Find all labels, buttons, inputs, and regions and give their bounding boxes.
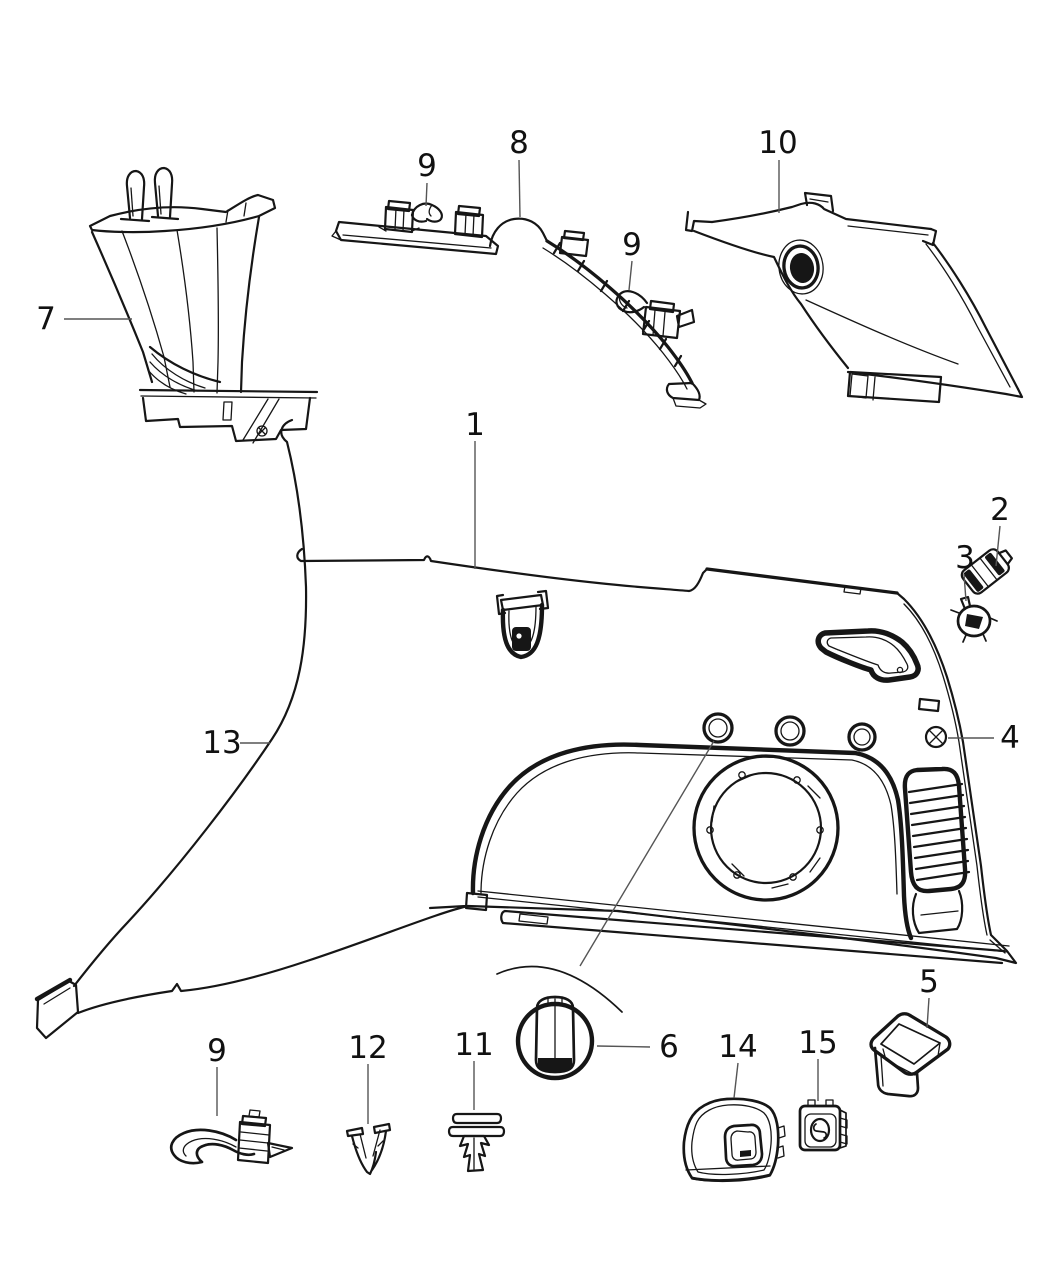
leader-line-part-9-3	[628, 260, 633, 291]
lower-corner-wedge	[34, 977, 80, 1040]
callout-part-6-13: 6	[659, 1029, 679, 1065]
callout-part-9-3: 9	[622, 227, 642, 263]
part-6-grommet-drawing	[515, 995, 595, 1081]
leader-line-part-9-1	[425, 182, 428, 207]
part-9-clip-drawing	[169, 1109, 294, 1165]
leader-line-part-14-14	[733, 1062, 739, 1099]
speaker-opening-ring	[692, 754, 840, 902]
callout-part-12-11: 12	[348, 1030, 387, 1066]
callout-part-7-0: 7	[36, 301, 56, 337]
callout-part-1-5: 1	[465, 407, 485, 443]
leader-line-part-2-6	[995, 525, 1001, 567]
part-15-switch-drawing	[798, 1099, 848, 1152]
leader-line-part-3-7	[963, 573, 967, 602]
part-4-screw-drawing	[924, 725, 948, 749]
part-9-retainer-on-rail-left	[410, 202, 443, 223]
callout-part-4-8: 4	[1000, 720, 1020, 756]
grab-handle-recess	[815, 628, 921, 683]
part-7-pillar-trim-drawing	[88, 166, 319, 444]
grommet-holes	[702, 712, 877, 752]
callout-part-9-10: 9	[207, 1033, 227, 1069]
leader-line-part-8-2	[518, 159, 521, 218]
installation-arc	[496, 965, 623, 1013]
part-14-bezel-drawing	[682, 1097, 786, 1183]
panel-outline	[76, 547, 1018, 1015]
part-3-clip-drawing	[950, 595, 998, 643]
callout-part-2-6: 2	[990, 492, 1010, 528]
cargo-opening-and-sill	[428, 742, 1010, 965]
callout-part-8-2: 8	[509, 125, 529, 161]
pillar-sweep-edge	[72, 418, 308, 988]
part-12-clip-drawing	[345, 1122, 392, 1176]
callout-part-9-1: 9	[417, 148, 437, 184]
callout-part-14-14: 14	[718, 1029, 757, 1065]
leader-line-part-5-16	[926, 997, 930, 1029]
callout-part-13-9: 13	[202, 725, 241, 761]
callout-part-5-16: 5	[919, 964, 939, 1000]
belt-guide-loop	[495, 589, 550, 660]
callout-part-11-12: 11	[454, 1027, 493, 1063]
part-9-retainer-on-rail-right	[615, 290, 696, 340]
part-2-clip-drawing	[960, 548, 1013, 595]
callout-part-15-15: 15	[798, 1025, 837, 1061]
part-5-bin-drawing	[869, 1012, 952, 1098]
callout-part-3-7: 3	[955, 540, 975, 576]
part-11-pushpin-drawing	[447, 1112, 506, 1173]
vent-louver	[902, 766, 971, 935]
small-slot	[917, 697, 941, 713]
leader-line-part-6-13	[596, 1045, 651, 1048]
part-10-cpillar-trim-drawing	[684, 191, 1024, 404]
callout-part-10-4: 10	[758, 125, 797, 161]
installation-leader-line	[579, 740, 715, 967]
part-1-quarter-trim-panel-drawing	[34, 418, 1018, 1040]
part-8-rail-trim-drawing	[331, 199, 707, 409]
